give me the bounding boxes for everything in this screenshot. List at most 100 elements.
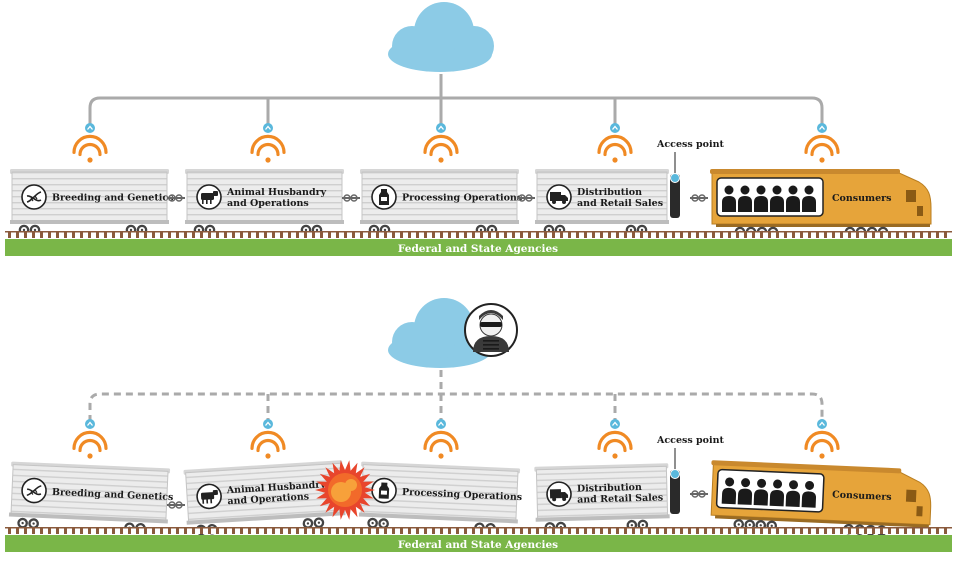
- person-silhouette-icon: [722, 185, 736, 212]
- wheel-icon: [302, 518, 314, 529]
- cow-icon: [196, 483, 222, 510]
- truck-icon: [546, 184, 572, 210]
- person-silhouette-icon: [801, 480, 817, 508]
- wifi-icon: [72, 123, 108, 163]
- access-point-box: [670, 470, 680, 514]
- person-silhouette-icon: [738, 185, 752, 212]
- engine-label: Consumers: [832, 489, 892, 503]
- cab-window: [906, 190, 916, 202]
- wifi-icon: [804, 123, 840, 163]
- antenna-icon: [610, 123, 620, 133]
- car-label: and Retail Sales: [577, 198, 663, 209]
- consumers-window: [716, 177, 824, 217]
- locomotive: Consumers: [710, 169, 932, 238]
- network-links: [88, 74, 824, 126]
- antenna-icon: [263, 419, 273, 429]
- dna-icon: [21, 477, 47, 504]
- railway-track: [5, 527, 952, 534]
- antenna-icon: [85, 419, 95, 429]
- freight-car: Processing Operations: [358, 461, 523, 534]
- access-point-label: Access point: [656, 435, 724, 446]
- car-label: and Operations: [227, 491, 309, 507]
- car-floor: [185, 220, 344, 224]
- coupler-icon: [517, 194, 535, 202]
- coupler-icon: [690, 490, 708, 498]
- locomotive: Consumers: [710, 460, 932, 536]
- car-floor: [535, 514, 670, 522]
- wheel-icon: [367, 517, 378, 529]
- car-floor: [535, 220, 669, 224]
- wifi-icon: [250, 419, 286, 459]
- access-point-device: Access point: [656, 435, 724, 514]
- car-label: and Retail Sales: [577, 492, 663, 505]
- railway-track: [5, 231, 952, 238]
- network-links: [88, 370, 824, 422]
- antenna-icon: [85, 123, 95, 133]
- hacker-icon: [464, 303, 518, 357]
- headlight: [916, 506, 923, 517]
- coupler-icon: [167, 501, 185, 509]
- mask: [480, 322, 502, 327]
- car-label: Processing Operations: [402, 487, 523, 503]
- ground-label: Federal and State Agencies: [398, 243, 558, 255]
- person-silhouette-icon: [721, 477, 737, 505]
- antenna-icon: [817, 123, 827, 133]
- freight-car: Breeding and Genetics: [8, 461, 174, 534]
- wheel-icon: [313, 517, 325, 529]
- freight-car: Processing Operations: [360, 169, 522, 236]
- person-silhouette-icon: [753, 478, 769, 506]
- person-silhouette-icon: [754, 185, 768, 212]
- access-point-box: [670, 174, 680, 218]
- car-label: Distribution: [577, 482, 642, 495]
- antenna-icon: [817, 419, 827, 429]
- person-silhouette-icon: [770, 185, 784, 212]
- ground-label: Federal and State Agencies: [398, 539, 558, 551]
- freight-car: Breeding and Genetics: [10, 169, 173, 236]
- car-label: Animal Husbandry: [226, 187, 327, 198]
- headlight: [917, 206, 923, 216]
- wifi-icon: [597, 123, 633, 163]
- car-floor: [360, 220, 519, 224]
- antenna-icon: [436, 419, 446, 429]
- explosion-icon: [315, 460, 375, 520]
- car-floor: [358, 512, 518, 524]
- car-label: Distribution: [577, 187, 642, 198]
- person-silhouette-icon: [769, 479, 785, 507]
- person-silhouette-icon: [737, 478, 753, 505]
- truck-icon: [546, 481, 572, 507]
- car-floor: [8, 512, 168, 524]
- ground-band: [5, 239, 952, 256]
- ground-band: [5, 535, 952, 552]
- dna-icon: [21, 184, 47, 210]
- cow-icon: [196, 184, 222, 210]
- cab-window: [905, 489, 917, 503]
- coupler-icon: [690, 194, 708, 202]
- person-silhouette-icon: [802, 185, 816, 212]
- engine-label: Consumers: [832, 193, 892, 204]
- wifi-icon: [597, 419, 633, 459]
- car-label: Breeding and Genetics: [52, 193, 173, 204]
- car-label: Breeding and Genetics: [52, 487, 174, 503]
- milk-bottle-icon: [371, 477, 397, 504]
- coupler-icon: [167, 194, 185, 202]
- wifi-icon: [72, 419, 108, 459]
- car-label: and Operations: [227, 198, 309, 209]
- antenna-icon: [263, 123, 273, 133]
- coupler-icon: [342, 194, 360, 202]
- wifi-icon: [423, 419, 459, 459]
- wheel-icon: [17, 517, 28, 529]
- antenna-icon: [610, 419, 620, 429]
- consumers-window: [715, 468, 825, 513]
- access-point-wifi-icon: [670, 469, 680, 479]
- cloud-icon: [388, 2, 494, 72]
- person-silhouette-icon: [786, 185, 800, 212]
- person-silhouette-icon: [785, 480, 801, 508]
- access-point-device: Access point: [656, 139, 724, 218]
- car-label: Processing Operations: [402, 193, 522, 204]
